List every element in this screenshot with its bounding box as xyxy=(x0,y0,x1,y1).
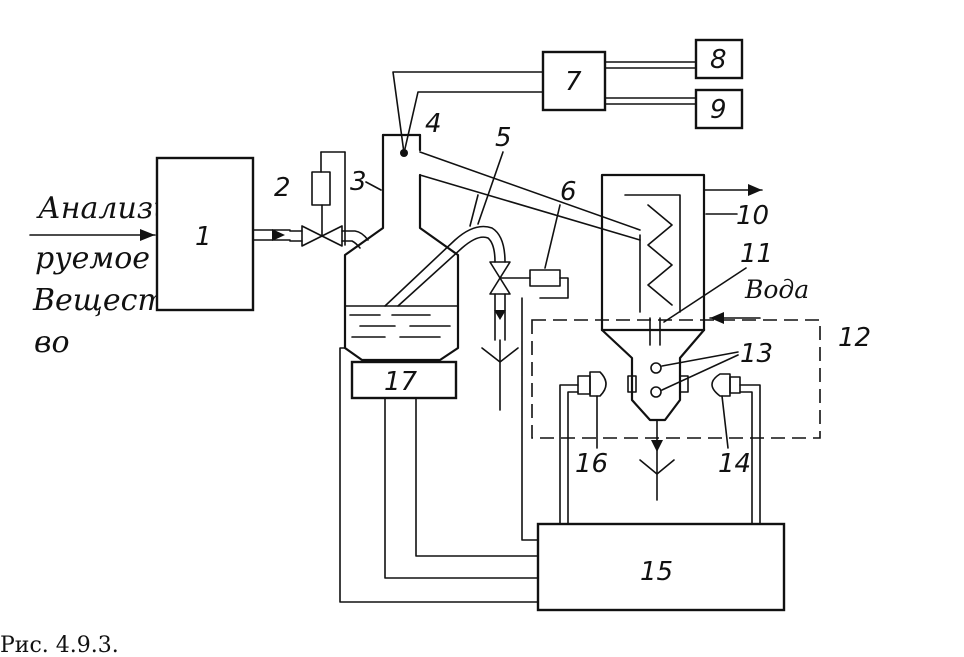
feed-line xyxy=(252,229,291,241)
label-11: 11 xyxy=(740,239,773,269)
label-4: 4 xyxy=(425,109,442,139)
input-label-line-1: Анализи xyxy=(36,191,172,226)
siphon-valve xyxy=(481,261,531,411)
water-inlet-arrow xyxy=(709,312,761,324)
label-1: 1 xyxy=(195,222,212,252)
label-16: 16 xyxy=(575,449,608,479)
wire-4-to-7-a xyxy=(392,71,544,154)
label-9: 9 xyxy=(710,95,727,125)
label-3: 3 xyxy=(350,167,367,197)
input-label-line-4: во xyxy=(34,325,70,360)
gas-outlet-arrow xyxy=(703,184,763,196)
block-8 xyxy=(694,38,744,80)
wires-7-to-8-9 xyxy=(604,61,697,105)
label-10: 10 xyxy=(736,201,769,231)
label-5: 5 xyxy=(495,123,512,153)
label-14: 14 xyxy=(718,449,751,479)
vessel-3 xyxy=(343,133,460,362)
transfer-tube xyxy=(419,151,641,241)
component-6 xyxy=(529,269,561,287)
input-arrow xyxy=(29,229,156,241)
figure-caption: Рис. 4.9.3. xyxy=(0,633,119,657)
lamp-16 xyxy=(577,371,637,397)
block-9 xyxy=(694,88,744,130)
label-6: 6 xyxy=(560,177,577,207)
siphon-tube-5 xyxy=(384,194,506,307)
label-17: 17 xyxy=(384,367,418,397)
enclosure-12 xyxy=(531,319,821,439)
label-8: 8 xyxy=(710,45,727,75)
water-label: Вода xyxy=(744,275,809,304)
return-lines xyxy=(339,297,539,603)
label-2: 2 xyxy=(274,173,291,203)
wire-4-to-7-b xyxy=(403,91,544,154)
block-7 xyxy=(541,50,607,112)
valve-outlet-pipe xyxy=(341,230,369,241)
column-drain xyxy=(639,419,675,501)
block-17 xyxy=(350,360,458,400)
valve-2 xyxy=(289,151,346,247)
input-label-line-2: руемое xyxy=(35,241,150,276)
label-13: 13 xyxy=(740,339,773,369)
detector-14 xyxy=(679,373,741,397)
block-15 xyxy=(536,522,786,612)
window-13a xyxy=(650,362,662,374)
window-13b xyxy=(650,386,662,398)
block-1 xyxy=(155,156,255,312)
wires-15-to-sensors xyxy=(559,384,761,525)
label-7: 7 xyxy=(565,67,582,97)
label-12: 12 xyxy=(838,323,871,353)
label-15: 15 xyxy=(640,557,673,587)
input-label-line-3: Вещест- xyxy=(32,283,176,318)
